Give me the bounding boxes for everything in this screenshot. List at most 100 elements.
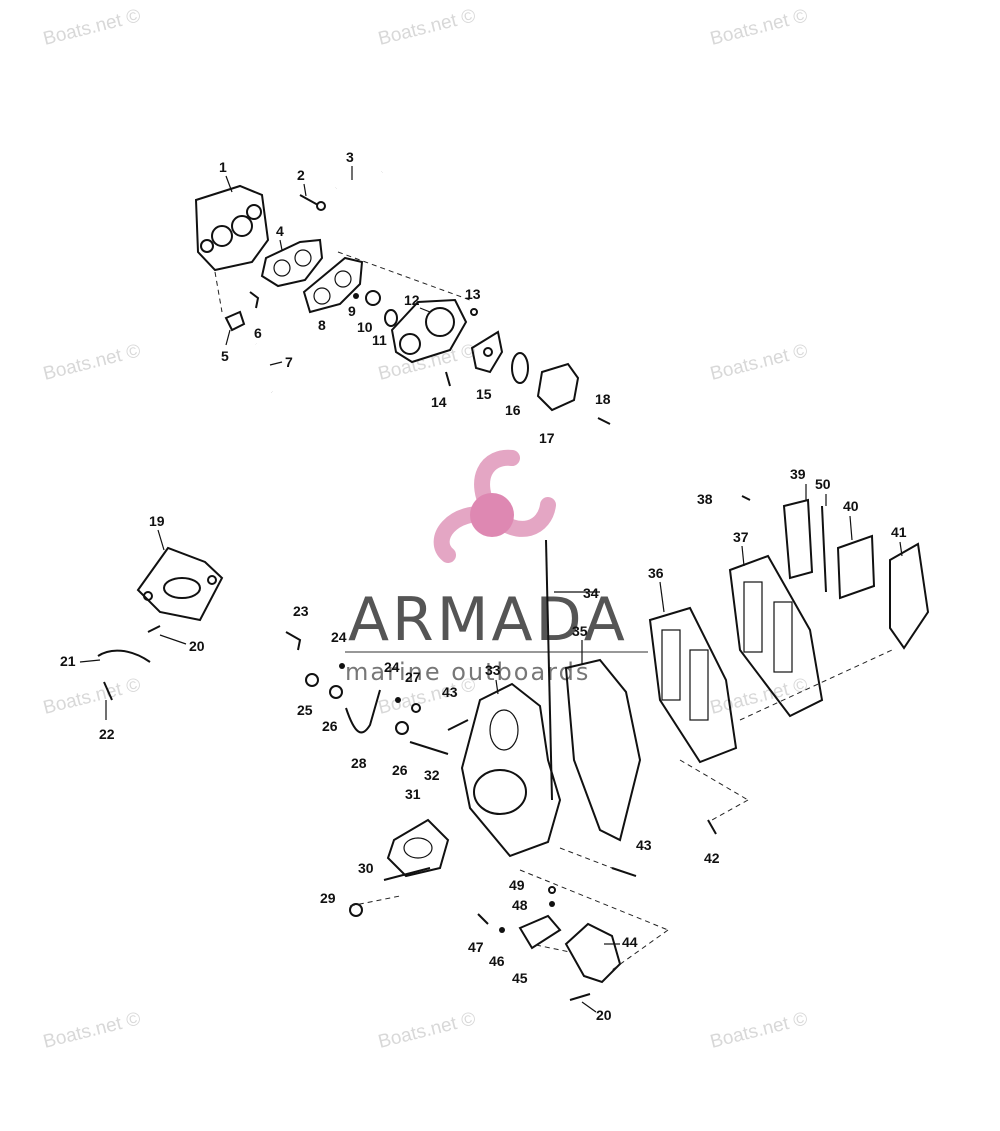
intake-manifold-assembly [460, 495, 930, 877]
watermark-layer: Boats.net © Boats.net © Boats.net © Boat… [41, 5, 810, 1052]
bracket-plate [564, 922, 622, 984]
watermark-text: Boats.net © [376, 5, 478, 49]
clip [411, 703, 421, 713]
reed-plate-gasket [648, 606, 738, 764]
gasket-slot [661, 629, 681, 701]
reed-petals [836, 534, 876, 600]
screw [477, 913, 489, 925]
callout-29: 29 [320, 890, 336, 906]
plate-hole [483, 347, 493, 357]
callout-7: 7 [285, 354, 293, 370]
callout-5: 5 [221, 348, 229, 364]
leader-line [419, 307, 431, 313]
callout-13: 13 [465, 286, 481, 302]
callout-2: 2 [297, 167, 305, 183]
assembly-guide [679, 759, 749, 801]
watermark-text: Boats.net © [708, 674, 810, 718]
bracket-hole [207, 575, 217, 585]
callout-47: 47 [468, 939, 484, 955]
callout-32: 32 [424, 767, 440, 783]
gasket [260, 238, 324, 288]
screw [597, 417, 611, 425]
watermark-text: Boats.net © [41, 340, 143, 384]
reed-gasket [564, 658, 642, 842]
clip [395, 697, 401, 703]
shaft [383, 867, 431, 881]
watermark-text: Boats.net © [41, 1008, 143, 1052]
gasket [386, 818, 450, 878]
lower-bracket-assembly [477, 869, 669, 1001]
callout-8: 8 [318, 317, 326, 333]
reed-stop [782, 498, 814, 580]
callout-49: 49 [509, 877, 525, 893]
callout-46: 46 [489, 953, 505, 969]
watermark-text: Boats.net © [41, 5, 143, 49]
washer [499, 927, 505, 933]
screw [299, 194, 319, 206]
gasket-bore [403, 837, 433, 859]
callout-4: 4 [276, 223, 284, 239]
callout-35: 35 [572, 623, 588, 639]
gasket-slot [773, 601, 793, 673]
lever [285, 631, 302, 651]
watermark-text: Boats.net © [708, 1008, 810, 1052]
screw-head [316, 201, 326, 211]
leader-line [269, 361, 283, 366]
screw [103, 681, 113, 701]
callout-45: 45 [512, 970, 528, 986]
callout-34: 34 [583, 585, 599, 601]
brand-subtitle: marine outboards [345, 658, 590, 686]
propeller-hub [470, 493, 514, 537]
assembly-guide [739, 649, 893, 721]
reed-block [889, 542, 930, 650]
callout-10: 10 [357, 319, 373, 335]
manifold-throat [473, 769, 527, 815]
leader-line [157, 529, 165, 551]
screw [569, 993, 591, 1001]
callout-24: 24 [384, 659, 400, 675]
screw [707, 819, 717, 835]
leader-line [495, 679, 499, 695]
callout-19: 19 [149, 513, 165, 529]
bracket [518, 914, 562, 950]
callout-48: 48 [512, 897, 528, 913]
assembly-guide [711, 799, 749, 821]
leader-line [79, 659, 101, 663]
screw [447, 719, 469, 731]
callout-33: 33 [485, 662, 501, 678]
bracket-bore [163, 577, 201, 599]
cover-port [211, 225, 233, 247]
leader-line [279, 239, 283, 251]
watermark-text: Boats.net © [708, 5, 810, 49]
callout-6: 6 [254, 325, 262, 341]
fuel-pump-assembly [194, 169, 611, 425]
screw [147, 625, 161, 633]
callout-36: 36 [648, 565, 664, 581]
leader-line [159, 634, 187, 645]
callout-26: 26 [392, 762, 408, 778]
callout-50: 50 [815, 476, 831, 492]
callout-39: 39 [790, 466, 806, 482]
nut [305, 673, 319, 687]
hose-inner [334, 169, 383, 191]
washer [548, 886, 556, 894]
assembly-guide [535, 944, 571, 953]
washer [549, 901, 555, 907]
leader-line [741, 545, 745, 567]
callout-30: 30 [358, 860, 374, 876]
callout-24: 24 [331, 629, 347, 645]
callout-15: 15 [476, 386, 492, 402]
callout-20: 20 [596, 1007, 612, 1023]
callout-11: 11 [372, 332, 387, 348]
screw [445, 371, 451, 387]
leader-line [225, 329, 231, 346]
callout-18: 18 [595, 391, 611, 407]
watermark-text: Boats.net © [708, 340, 810, 384]
callout-leaders [79, 166, 903, 1013]
callout-27: 27 [405, 669, 421, 685]
pin-rod [545, 539, 553, 801]
assembly-guide [611, 929, 669, 971]
callout-17: 17 [539, 430, 555, 446]
brand-title: ARMADA [348, 585, 628, 655]
filter-gasket [511, 352, 529, 384]
